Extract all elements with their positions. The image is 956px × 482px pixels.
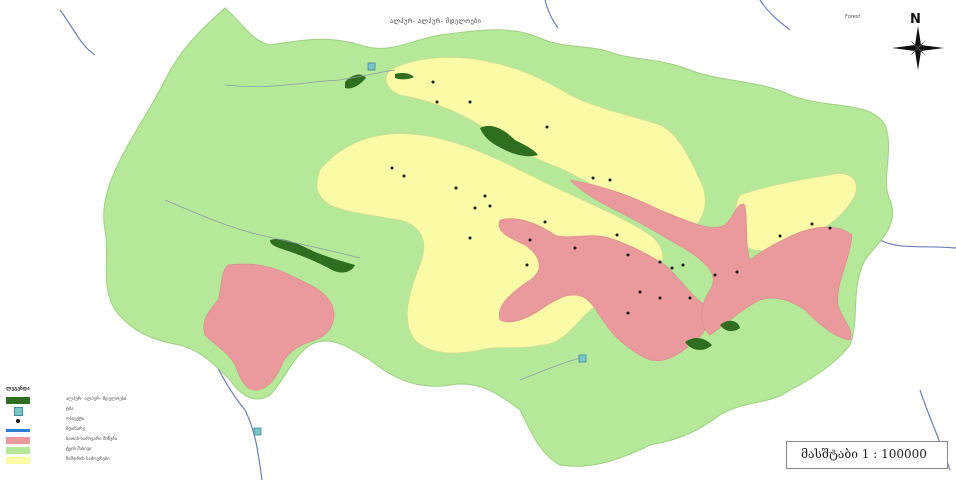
- water-points: [253, 62, 587, 436]
- legend-swatch: [6, 437, 30, 444]
- object-marker: [573, 246, 577, 250]
- inner-river-west: [164, 199, 361, 259]
- legend-item-lake: ტბა: [6, 406, 196, 416]
- object-marker: [591, 176, 595, 180]
- object-marker: [810, 222, 814, 226]
- inner-river-south: [519, 357, 581, 381]
- alpine-patch-6: [720, 320, 740, 332]
- object-marker: [390, 166, 394, 170]
- object-marker: [713, 273, 717, 277]
- legend-swatch: [6, 457, 30, 464]
- object-marker: [626, 311, 630, 315]
- hayfield-zone-west: [203, 263, 335, 391]
- alpine-patch-5: [685, 338, 712, 350]
- object-marker: [525, 263, 529, 267]
- object-marker: [488, 204, 492, 208]
- object-marker: [670, 266, 674, 270]
- object-markers: [390, 80, 832, 315]
- water-point-south: [578, 354, 587, 363]
- object-marker: [454, 186, 458, 190]
- object-marker: [658, 260, 662, 264]
- object-marker: [608, 178, 612, 182]
- object-marker: [735, 270, 739, 274]
- lake-icon: [14, 407, 23, 416]
- object-marker: [626, 253, 630, 257]
- object-marker: [543, 220, 547, 224]
- map-legend: ლეგენდა ალპურ- ალპურ- მდელოები ტბა ობიექ…: [4, 386, 204, 476]
- object-marker: [688, 296, 692, 300]
- legend-item-forest: ტყის მასივი: [6, 446, 196, 456]
- map-title: ალპურ- ალპურ- მდელოები: [390, 18, 482, 25]
- winter-pasture-zone-central: [316, 133, 664, 354]
- object-icon: [16, 419, 20, 423]
- alpine-meadow-patches: [270, 73, 740, 350]
- object-marker: [528, 238, 532, 242]
- legend-label: ობიექტი: [66, 417, 85, 422]
- legend-item-alpine-meadow: ალპურ- ალპურ- მდელოები: [6, 396, 196, 406]
- river-east: [879, 239, 956, 249]
- alpine-patch-2: [395, 73, 414, 80]
- object-marker: [468, 100, 472, 104]
- legend-label: მდინარე: [66, 427, 85, 432]
- object-marker: [402, 174, 406, 178]
- legend-item-object: ობიექტი: [6, 416, 196, 426]
- legend-swatch: [6, 397, 30, 404]
- object-marker: [545, 125, 549, 129]
- legend-item-hayfield: სათიბ-საძოვარი მიწები: [6, 436, 196, 446]
- river-north-east: [759, 0, 791, 31]
- water-point-north: [367, 62, 376, 71]
- scale-text: მასშტაბი 1 : 100000: [801, 447, 927, 461]
- river-north-west: [59, 9, 96, 56]
- legend-label: ზამთრის საძოვრები: [66, 457, 110, 462]
- object-marker: [658, 296, 662, 300]
- river-icon: [6, 429, 30, 432]
- object-marker: [681, 263, 685, 267]
- object-marker: [638, 290, 642, 294]
- alpine-patch-3: [480, 125, 538, 157]
- object-marker: [468, 236, 472, 240]
- legend-label: ტყის მასივი: [66, 447, 92, 452]
- north-arrow-icon: [892, 26, 944, 70]
- legend-swatch: [6, 447, 30, 454]
- legend-title: ლეგენდა: [6, 386, 30, 392]
- corner-label: Forest: [845, 14, 861, 20]
- alpine-patch-4: [270, 239, 355, 273]
- legend-item-river: მდინარე: [6, 426, 196, 436]
- north-label: N: [910, 12, 921, 27]
- hayfield-zone-central: [498, 218, 710, 362]
- legend-label: ტბა: [66, 407, 74, 412]
- object-marker: [483, 194, 487, 198]
- object-marker: [435, 100, 439, 104]
- legend-label: ალპურ- ალპურ- მდელოები: [66, 397, 127, 402]
- inner-rivers: [164, 69, 581, 381]
- river-north: [544, 0, 559, 29]
- inner-river-north: [224, 69, 396, 87]
- object-marker: [828, 226, 832, 230]
- object-marker: [615, 233, 619, 237]
- water-point-southwest: [253, 427, 262, 436]
- hayfield-zone-east: [569, 179, 853, 341]
- legend-item-winter-pasture: ზამთრის საძოვრები: [6, 456, 196, 466]
- scale-box: მასშტაბი 1 : 100000: [786, 441, 948, 469]
- object-marker: [473, 206, 477, 210]
- object-marker: [431, 80, 435, 84]
- object-marker: [778, 234, 782, 238]
- legend-label: სათიბ-საძოვარი მიწები: [66, 437, 117, 442]
